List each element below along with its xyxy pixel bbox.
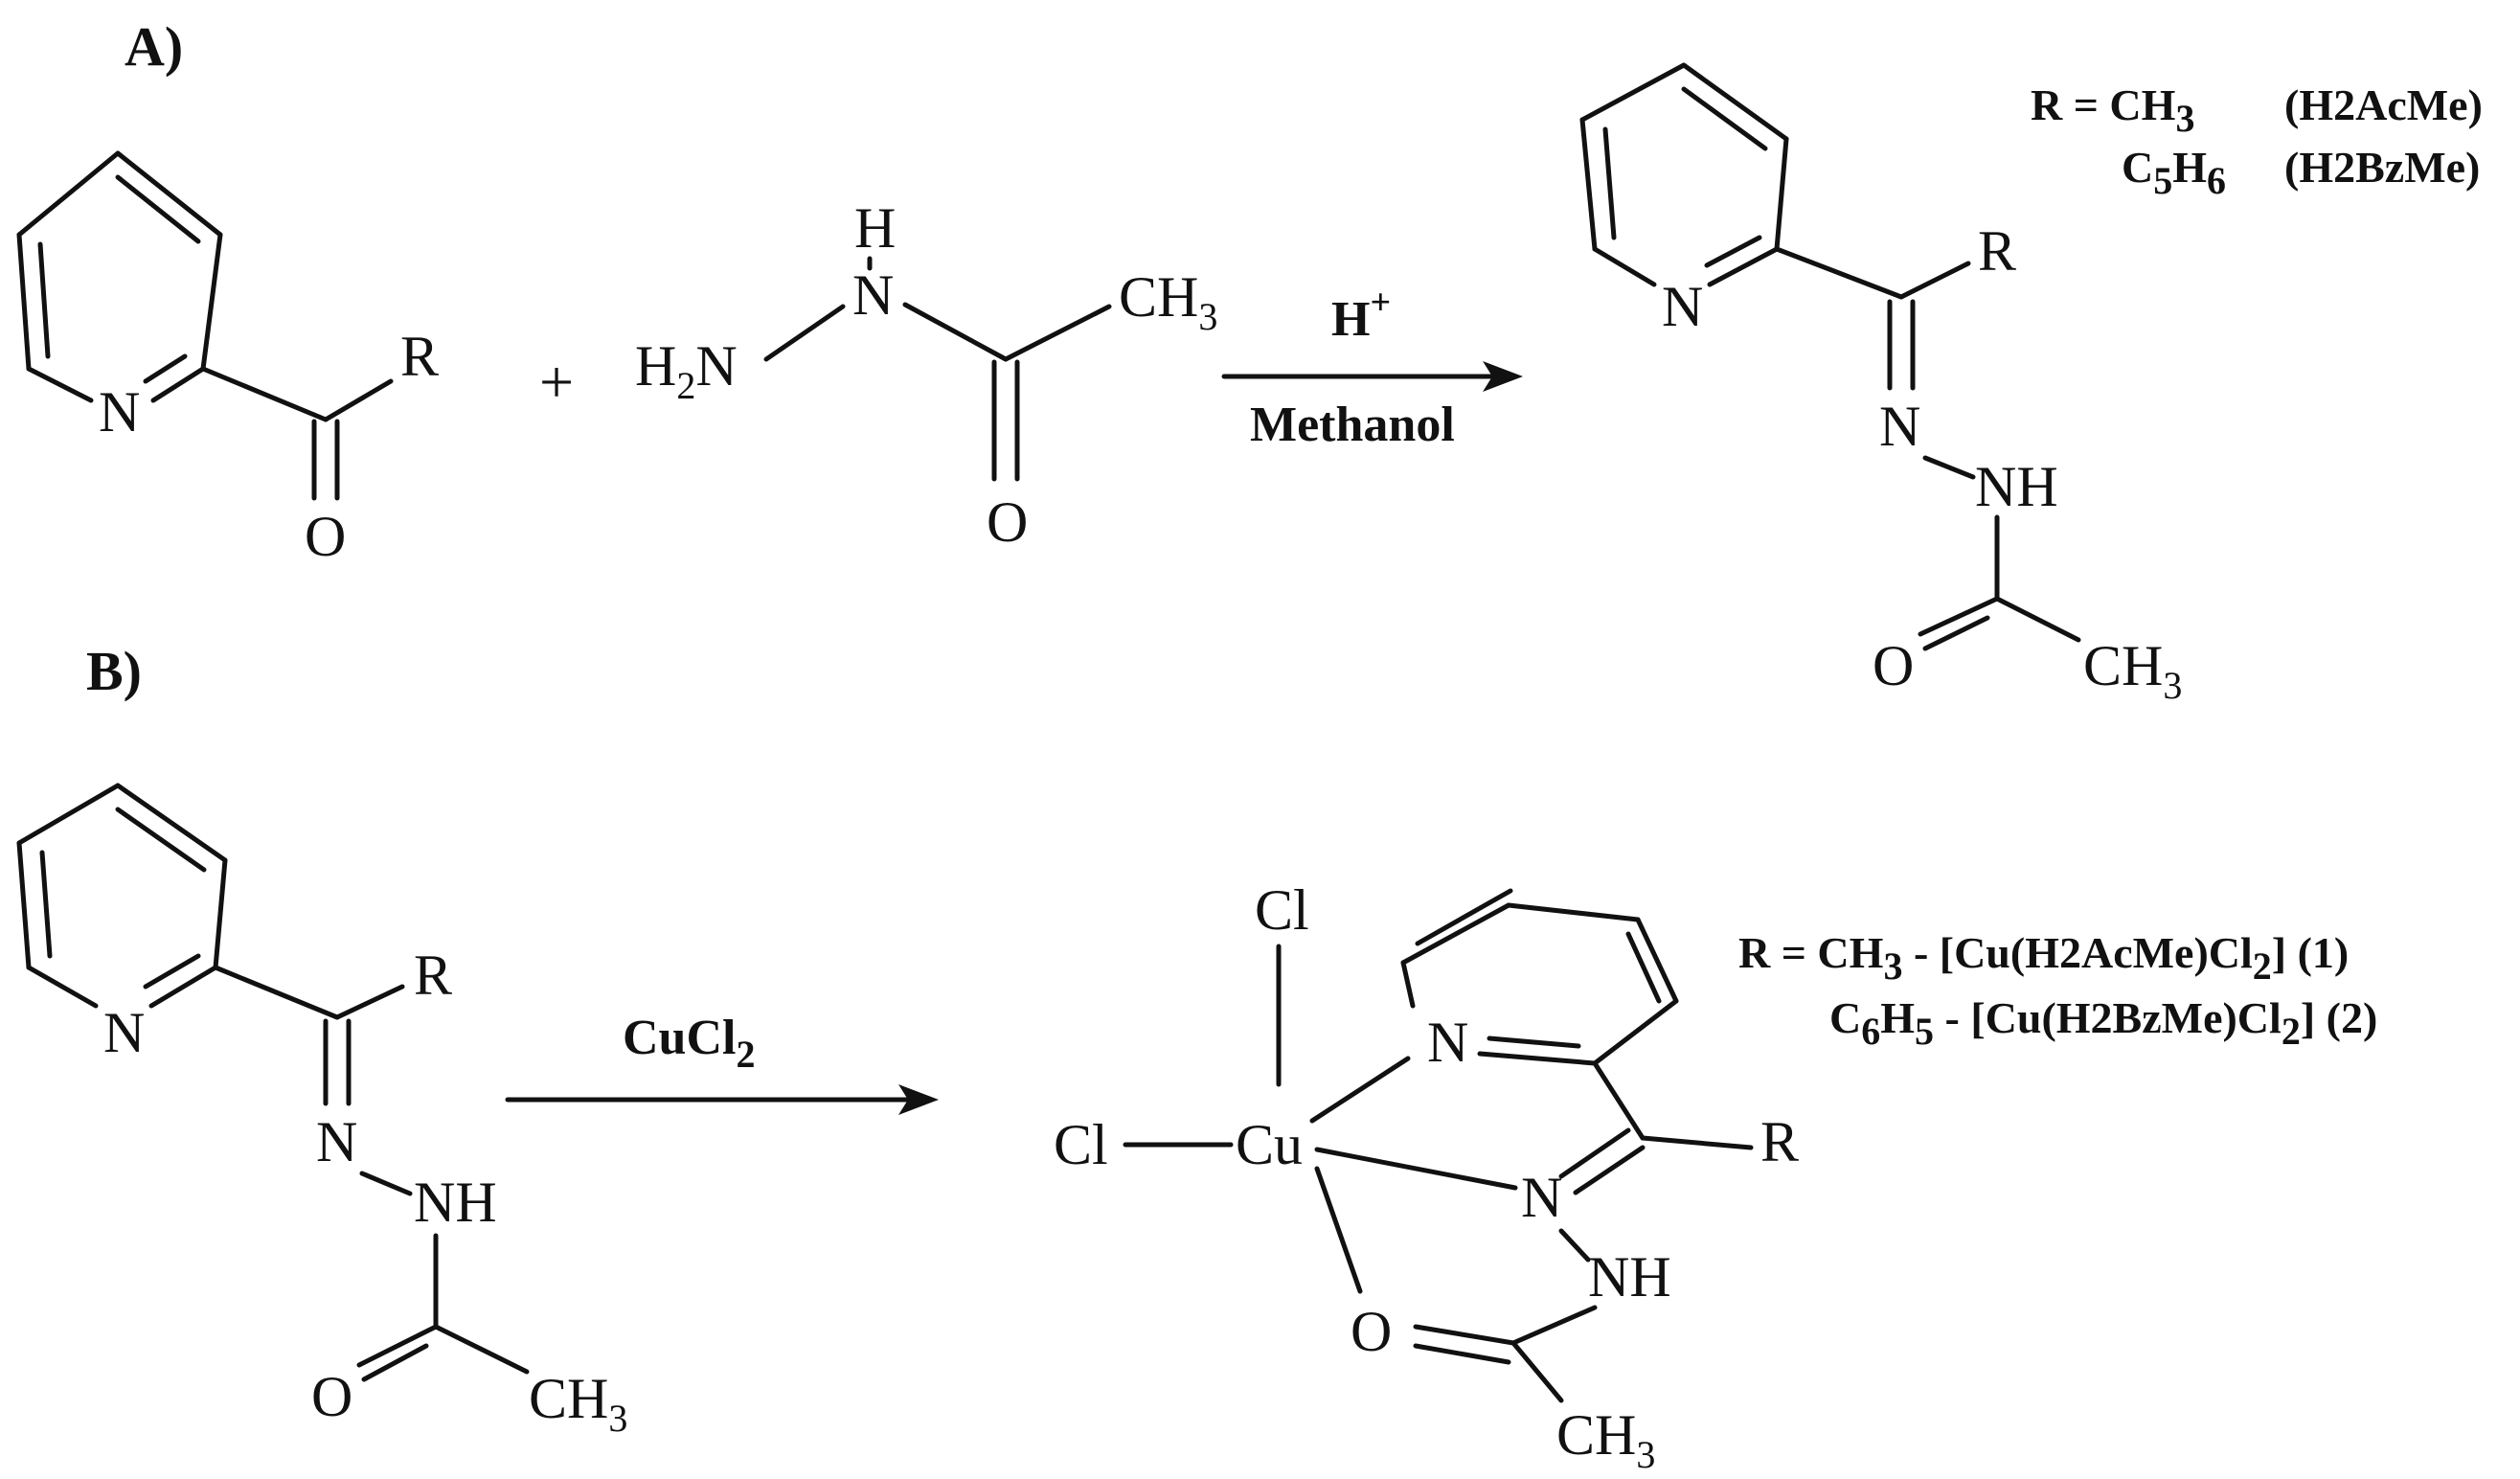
atom-r: R <box>400 325 439 388</box>
atom-ch3: CH3 <box>529 1367 627 1440</box>
atom-o: O <box>311 1365 352 1428</box>
atom-n: N <box>1427 1011 1468 1074</box>
atom-h2n: H2N <box>635 334 738 407</box>
plus-sign: + <box>539 348 574 416</box>
legend-a: R = CH3(H2AcMe) C5H6(H2BzMe) <box>2031 80 2483 202</box>
pyridine-ring <box>1400 888 1679 1066</box>
atom-n: N <box>316 1110 357 1173</box>
panel-label-b: B) <box>86 640 142 702</box>
subscript-2: 2 <box>676 364 695 407</box>
product-hydrazone: N R N NH CH3 O <box>1579 62 2182 707</box>
atom-o: O <box>305 505 346 568</box>
atom-h: H <box>635 334 676 398</box>
reagent-label: CuCl2 <box>623 1011 755 1076</box>
pyridine-ring <box>1579 62 1789 287</box>
atom-n: N <box>1662 275 1703 338</box>
catalyst-label: H+ <box>1331 283 1391 347</box>
atom-ch: CH <box>1119 265 1198 329</box>
atom-ch3: CH3 <box>1119 265 1217 338</box>
pyridine-ring <box>16 783 228 1009</box>
atom-n: N <box>99 380 140 444</box>
panel-label-a: A) <box>125 15 183 78</box>
atom-ch3: CH3 <box>2083 634 2182 707</box>
atom-n: N <box>103 1001 145 1064</box>
pyridine-ring <box>16 150 223 403</box>
atom-ch3: CH3 <box>1556 1403 1655 1476</box>
reactant-hydrazone-ligand: N R N NH CH3 O <box>16 783 627 1440</box>
solvent-label: Methanol <box>1250 398 1455 452</box>
reactant-acetohydrazide: H2N N H CH3 O <box>635 196 1217 554</box>
atom-n: N <box>852 263 894 327</box>
legend-b: R = CH3 - [Cu(H2AcMe)Cl2] (1) C6H5 - [Cu… <box>1738 928 2377 1053</box>
atom-r: R <box>414 944 452 1007</box>
atom-cl-equatorial: Cl <box>1054 1113 1108 1176</box>
reaction-arrow-b: CuCl2 <box>505 1011 939 1115</box>
atom-r: R <box>1978 219 2016 283</box>
atom-nh: NH <box>1588 1245 1671 1308</box>
atom-n: N <box>695 334 737 398</box>
atom-nh: NH <box>1975 455 2058 518</box>
product-copper-complex: Cl Cl Cu N R N NH O <box>1054 878 1799 1476</box>
subscript-3: 3 <box>1198 295 1217 338</box>
legend-a-line-1: R = CH3(H2AcMe) <box>2031 80 2483 140</box>
atom-o: O <box>987 490 1028 554</box>
atom-n: N <box>1521 1166 1562 1229</box>
legend-b-line-1: R = CH3 - [Cu(H2AcMe)Cl2] (1) <box>1738 928 2349 988</box>
atom-cl-axial: Cl <box>1255 878 1309 942</box>
legend-a-line-2: C5H6(H2BzMe) <box>2122 143 2480 202</box>
atom-h: H <box>854 196 896 260</box>
atom-cu: Cu <box>1236 1113 1303 1176</box>
legend-b-line-2: C6H5 - [Cu(H2BzMe)Cl2] (2) <box>1829 993 2377 1053</box>
atom-o: O <box>1351 1300 1392 1363</box>
reactant-acylpyridine: N R O <box>16 150 439 568</box>
atom-r: R <box>1760 1110 1799 1173</box>
reaction-arrow-a: H+ Methanol <box>1221 283 1523 452</box>
atom-nh: NH <box>414 1171 497 1234</box>
atom-n: N <box>1879 395 1920 458</box>
atom-o: O <box>1873 634 1914 697</box>
